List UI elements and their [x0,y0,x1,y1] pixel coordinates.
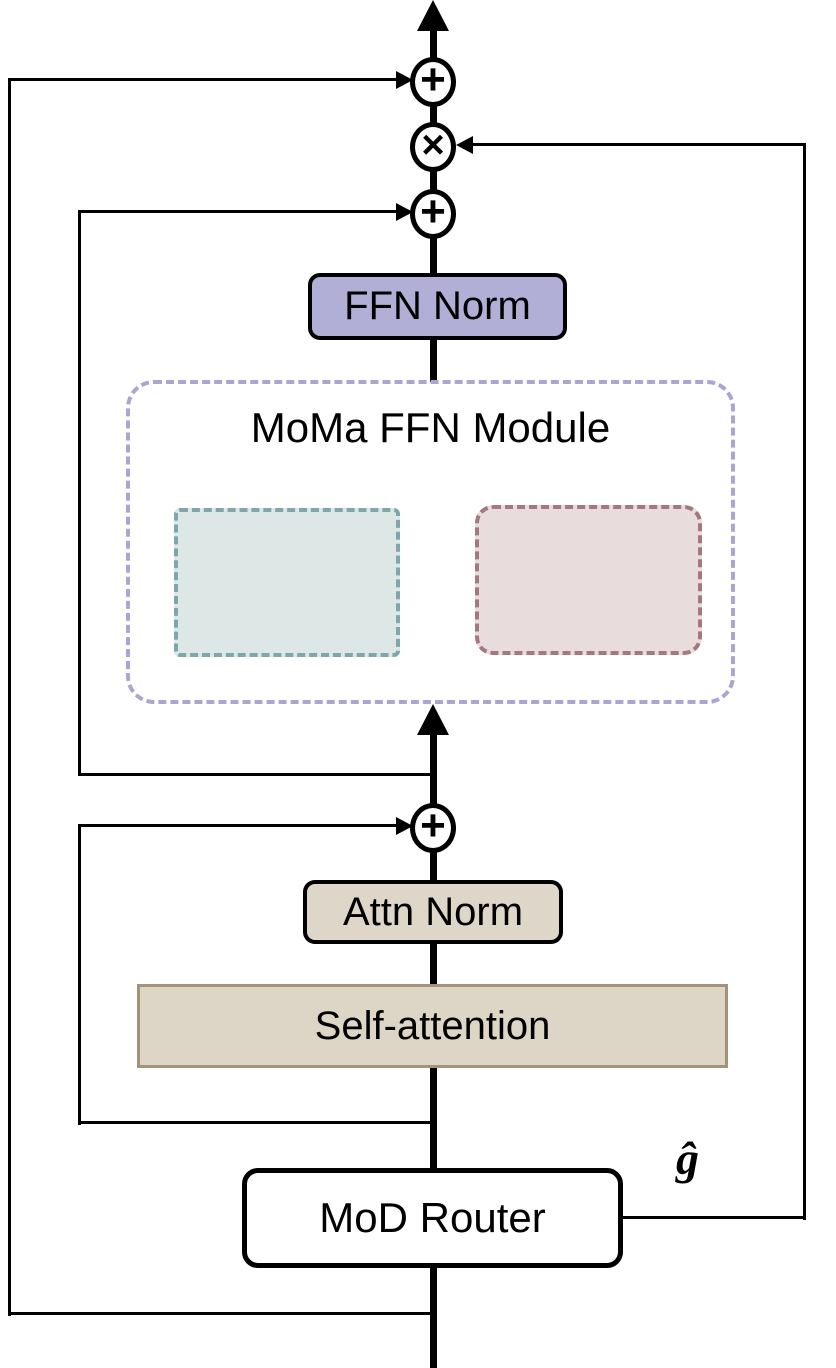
attn-residual-vertical-line [78,825,81,1125]
expert-box-right [475,505,702,655]
main-path-ffnnorm-module-segment [430,338,437,382]
multiply-circle-icon: × [410,122,456,172]
self-attention-box: Self-attention [137,984,728,1068]
attn-norm-box: Attn Norm [303,880,563,944]
outer-skip-bottom-line [8,1312,433,1315]
arrowhead-into-top-add-icon [396,71,413,89]
arrowhead-into-attn-add-icon [396,817,413,835]
ffn-norm-label: FFN Norm [344,284,531,328]
arrowhead-into-ffn-add-icon [396,203,413,221]
ffn-residual-bottom-line [78,773,433,776]
gate-vertical-line [803,143,806,1220]
module-input-arrowhead-icon [417,704,449,735]
arrowhead-into-multiply-icon [456,136,473,154]
mod-router-label: MoD Router [319,1194,546,1241]
gate-hat-g-label: ĝ [676,1133,699,1184]
main-path-input-segment [430,1264,437,1368]
add-circle-ffn-icon: + [410,189,456,239]
attn-residual-bottom-line [78,1121,433,1124]
ffn-norm-box: FFN Norm [308,273,567,340]
moma-ffn-module-title: MoMa FFN Module [250,404,611,451]
moma-ffn-module-box [126,380,735,704]
self-attention-label: Self-attention [314,1003,551,1048]
add-circle-attn-icon: + [410,803,456,853]
attn-norm-label: Attn Norm [342,889,524,934]
ffn-residual-top-line [78,210,398,213]
add-circle-top-icon: + [410,57,456,107]
gate-top-line [472,143,804,146]
outer-skip-vertical-line [8,78,11,1316]
gate-router-output-line [621,1216,805,1219]
mod-router-box: MoD Router [242,1168,623,1268]
output-arrowhead-icon [417,0,449,31]
outer-skip-top-line [8,78,398,81]
ffn-residual-vertical-line [78,210,81,776]
expert-box-left [174,508,400,657]
attn-residual-top-line [78,824,398,827]
